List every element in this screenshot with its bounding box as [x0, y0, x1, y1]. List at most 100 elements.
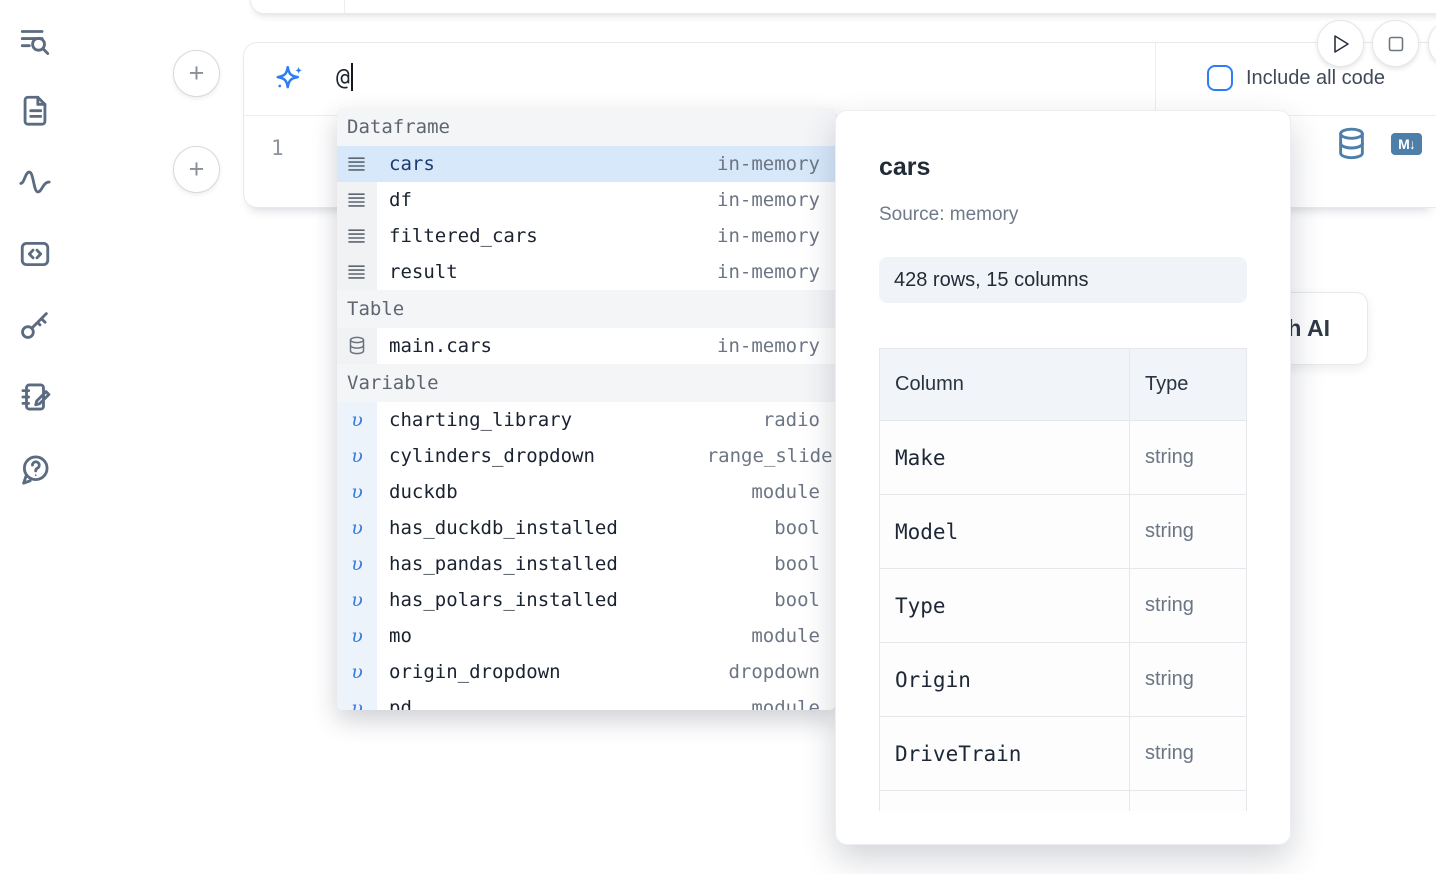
- dataframe-rows-icon: [337, 182, 377, 218]
- item-name: pd: [389, 697, 412, 710]
- autocomplete-item[interactable]: υ mo module: [337, 618, 835, 654]
- item-name: mo: [389, 625, 412, 647]
- autocomplete-item[interactable]: υ has_polars_installed bool: [337, 582, 835, 618]
- item-type: module: [751, 625, 820, 647]
- item-type: module: [751, 481, 820, 503]
- autocomplete-item[interactable]: υ pd module: [337, 690, 835, 710]
- column-type: string: [1129, 494, 1247, 569]
- dataframe-rows-icon: [337, 254, 377, 290]
- stop-button[interactable]: [1372, 20, 1419, 67]
- key-icon[interactable]: [18, 308, 52, 342]
- autocomplete-item[interactable]: υ has_pandas_installed bool: [337, 546, 835, 582]
- column-name: DriveTrain: [879, 716, 1130, 791]
- section-header-variable: Variable: [337, 364, 835, 402]
- line-number: 1: [271, 136, 284, 160]
- item-name: cylinders_dropdown: [389, 445, 595, 467]
- item-type: bool: [774, 517, 820, 539]
- code-cell-icon[interactable]: [18, 237, 52, 271]
- sparkles-ai-icon: [274, 64, 304, 94]
- item-type: bool: [774, 553, 820, 575]
- activity-icon[interactable]: [18, 165, 52, 199]
- autocomplete-item[interactable]: υ duckdb module: [337, 474, 835, 510]
- code-editor-row[interactable]: 1 M↓: [244, 115, 1436, 207]
- markdown-icon[interactable]: M↓: [1391, 133, 1422, 155]
- schema-row: Model string: [879, 494, 1247, 569]
- datasource-database-icon[interactable]: [1337, 127, 1366, 161]
- section-header-dataframe: Dataframe: [337, 108, 835, 146]
- column-type: string: [1129, 716, 1247, 791]
- variable-icon: υ: [351, 409, 363, 431]
- previous-cell-bottom: [250, 0, 1436, 14]
- variable-icon: υ: [351, 589, 363, 611]
- autocomplete-item[interactable]: main.cars in-memory: [337, 328, 835, 364]
- variable-icon: υ: [351, 445, 363, 467]
- item-type: dropdown: [728, 661, 820, 683]
- column-name: Type: [879, 568, 1130, 643]
- item-name: result: [389, 261, 458, 283]
- previous-cell-divider: [344, 0, 345, 13]
- column-name: Origin: [879, 642, 1130, 717]
- autocomplete-item[interactable]: υ cylinders_dropdown range_slider: [337, 438, 835, 474]
- ai-prompt-input[interactable]: @: [336, 63, 353, 91]
- schema-header-row: Column Type: [879, 348, 1247, 421]
- preview-title: cars: [879, 153, 931, 181]
- item-name: filtered_cars: [389, 225, 538, 247]
- ai-prompt-row[interactable]: @ Include all code: [244, 43, 1436, 116]
- autocomplete-item[interactable]: df in-memory: [337, 182, 835, 218]
- schema-table: Column Type Make string Model string Typ…: [879, 348, 1247, 811]
- toc-search-icon[interactable]: [18, 23, 52, 57]
- scratchpad-icon[interactable]: [18, 380, 52, 414]
- autocomplete-item[interactable]: cars in-memory: [337, 146, 835, 182]
- schema-table-container: Column Type Make string Model string Typ…: [879, 348, 1248, 811]
- include-all-code-checkbox[interactable]: [1207, 65, 1233, 91]
- column-name: Model: [879, 494, 1130, 569]
- schema-row: Make string: [879, 420, 1247, 495]
- column-type: string: [1129, 642, 1247, 717]
- item-type: bool: [774, 589, 820, 611]
- variable-icon: υ: [351, 481, 363, 503]
- file-text-icon[interactable]: [18, 93, 52, 127]
- column-header: Column: [879, 348, 1130, 421]
- schema-row-partial: [879, 790, 1247, 811]
- dataframe-rows-icon: [337, 146, 377, 182]
- autocomplete-dropdown: Dataframe cars in-memory df in-memory fi…: [337, 108, 835, 710]
- column-type: string: [1129, 420, 1247, 495]
- add-cell-below-button[interactable]: +: [173, 146, 220, 193]
- include-all-code-label: Include all code: [1246, 67, 1385, 89]
- item-name: charting_library: [389, 409, 573, 431]
- item-name: df: [389, 189, 412, 211]
- autocomplete-item[interactable]: υ origin_dropdown dropdown: [337, 654, 835, 690]
- add-cell-above-button[interactable]: +: [173, 50, 220, 97]
- item-name: has_pandas_installed: [389, 553, 618, 575]
- autocomplete-item[interactable]: υ charting_library radio: [337, 402, 835, 438]
- column-name: Make: [879, 420, 1130, 495]
- text-caret: [350, 63, 353, 91]
- variable-icon: υ: [351, 661, 363, 683]
- section-header-table: Table: [337, 290, 835, 328]
- schema-row: Type string: [879, 568, 1247, 643]
- ai-prompt-text: @: [336, 65, 350, 91]
- run-cell-button[interactable]: [1317, 20, 1364, 67]
- dataframe-rows-icon: [337, 218, 377, 254]
- column-type: string: [1129, 568, 1247, 643]
- item-type: in-memory: [717, 261, 820, 283]
- item-type: in-memory: [717, 189, 820, 211]
- autocomplete-item[interactable]: υ has_duckdb_installed bool: [337, 510, 835, 546]
- autocomplete-item[interactable]: filtered_cars in-memory: [337, 218, 835, 254]
- item-name: duckdb: [389, 481, 458, 503]
- database-icon: [337, 328, 377, 364]
- variable-icon: υ: [351, 553, 363, 575]
- help-chat-icon[interactable]: [18, 452, 52, 486]
- item-type: radio: [762, 409, 820, 431]
- item-type: in-memory: [717, 225, 820, 247]
- preview-shape-badge: 428 rows, 15 columns: [879, 257, 1247, 303]
- item-name: origin_dropdown: [389, 661, 561, 683]
- item-name: cars: [389, 153, 435, 175]
- item-name: has_duckdb_installed: [389, 517, 618, 539]
- variable-icon: υ: [351, 517, 363, 539]
- variable-icon: υ: [351, 697, 363, 710]
- dataframe-preview-panel: cars Source: memory 428 rows, 15 columns…: [835, 110, 1291, 845]
- preview-source: Source: memory: [879, 204, 1019, 225]
- autocomplete-item[interactable]: result in-memory: [337, 254, 835, 290]
